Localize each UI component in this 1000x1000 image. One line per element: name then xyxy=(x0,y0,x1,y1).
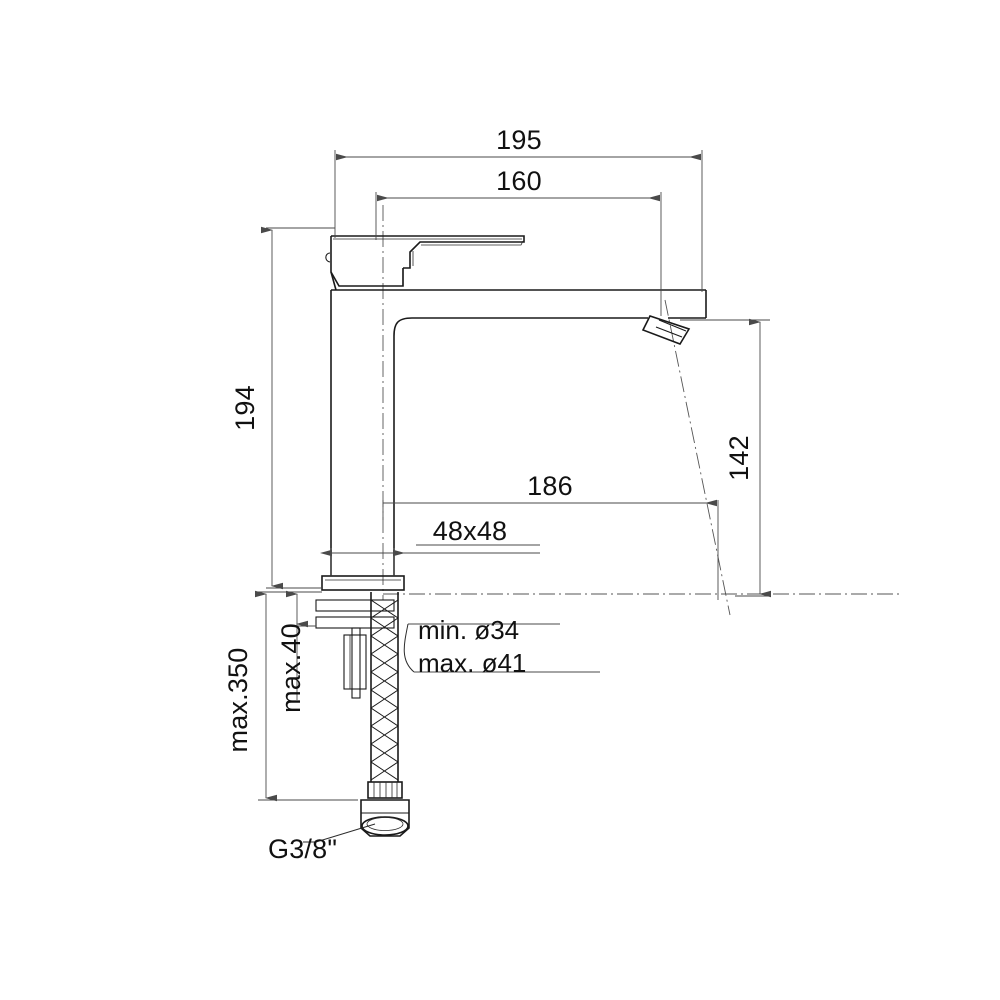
g38-union-nut xyxy=(360,799,410,837)
water-stream-centerline xyxy=(664,299,731,616)
hose-braid-texture xyxy=(371,599,398,781)
hole-diameter-notes: min. ø34 max. ø41 xyxy=(403,615,600,678)
dimension-max40-label: max.40 xyxy=(276,623,306,713)
note-min-diameter-label: min. ø34 xyxy=(418,615,519,645)
lever-pivot-edge xyxy=(330,271,337,291)
dimension-160-label: 160 xyxy=(496,166,542,196)
center-lines xyxy=(382,205,900,616)
faucet-outline-group xyxy=(315,235,707,837)
dimension-48x48-label: 48x48 xyxy=(433,516,508,546)
lever-handle[interactable] xyxy=(325,235,525,287)
dimension-195: 195 xyxy=(334,125,703,292)
dimension-48x48: 48x48 xyxy=(320,516,540,576)
dimension-186-label: 186 xyxy=(527,471,573,501)
note-g38-label: G3/8" xyxy=(268,834,337,864)
dimension-max40: max.40 xyxy=(276,590,316,713)
aerator-outlet xyxy=(641,315,691,345)
dimension-142: 142 xyxy=(680,318,771,598)
thread-callout-g38: G3/8" xyxy=(268,823,376,864)
note-max-diameter-label: max. ø41 xyxy=(418,648,526,678)
dimension-194-label: 194 xyxy=(230,385,260,431)
dimension-194: 194 xyxy=(230,226,335,590)
dimension-195-label: 195 xyxy=(496,125,542,155)
mounting-hardware xyxy=(315,599,395,699)
dimension-max350-label: max.350 xyxy=(223,648,253,753)
dimension-186: 186 xyxy=(382,471,719,600)
base-escutcheon xyxy=(321,575,405,591)
dimension-142-label: 142 xyxy=(724,435,754,481)
dimension-160: 160 xyxy=(375,166,662,316)
flexible-supply-hose xyxy=(367,592,403,799)
dimension-max350: max.350 xyxy=(223,590,358,802)
faucet-body-and-spout xyxy=(330,289,707,576)
